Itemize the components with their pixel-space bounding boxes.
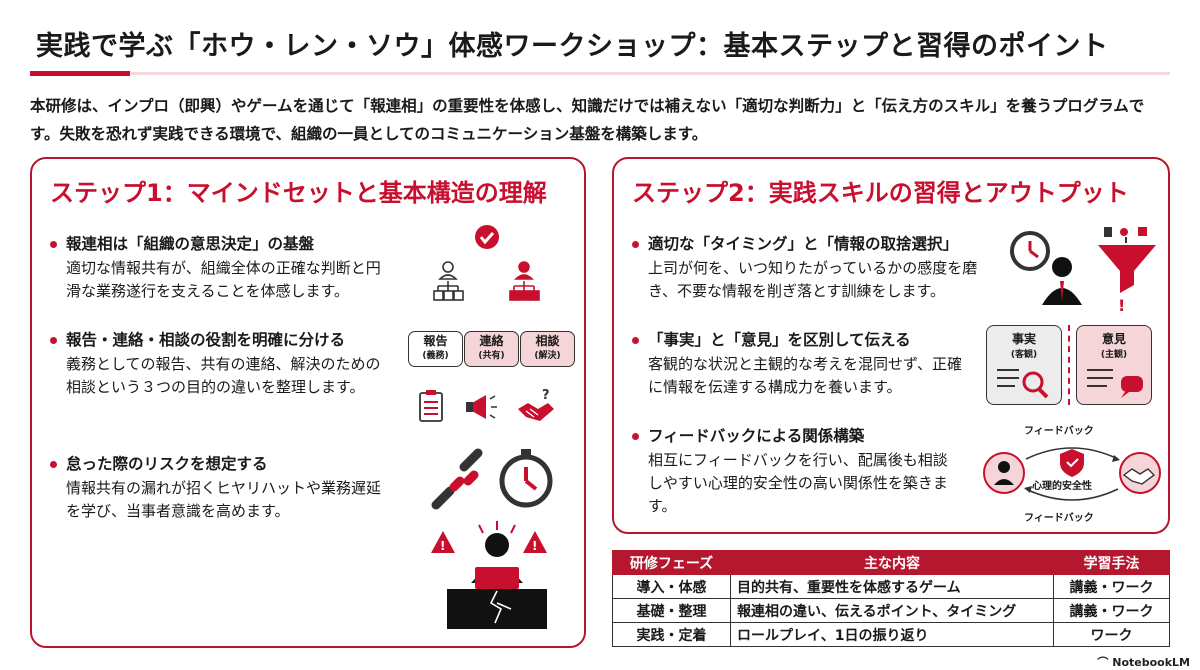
opinion-label: 意見 [1101,332,1126,346]
table-header-content: 主な内容 [730,550,1054,575]
clipboard-icon [419,390,443,422]
table-row: 実践・定着 ロールプレイ、1日の振り返り ワーク [612,622,1170,647]
table-cell-method: 講義・ワーク [1053,598,1170,623]
fact-opinion-divider [1068,325,1070,405]
megaphone-icon [466,395,497,419]
magnifier-icon [997,369,1049,399]
title-underline [30,72,1170,75]
step2-item-3: フィードバックによる関係構築 相互にフィードバックを行い、配属後も相談しやすい心… [632,425,962,518]
step1-item-2-head: 報告・連絡・相談の役割を明確に分ける [50,329,390,351]
svg-text:?: ? [542,388,550,403]
tag-contact: 連絡 (共有) [464,331,519,367]
table-cell-content: 報連相の違い、伝えるポイント、タイミング [730,598,1054,623]
stopwatch-icon [499,449,553,508]
step1-panel: ステップ1：マインドセットと基本構造の理解 報連相は「組織の意思決定」の基盤 適… [30,157,586,648]
tag-consult-sub: (解決) [534,351,561,361]
broken-chain-icon [431,448,483,510]
logo-icon: ⌒ [1097,656,1113,669]
shield-icon [1060,449,1084,477]
person-icon [983,452,1025,494]
table-cell-method: ワーク [1053,622,1170,647]
step2-item-2: 「事実」と「意見」を区別して伝える 客観的な状況と主観的な考えを混同せず、正確に… [632,329,972,399]
fact-box: 事実 (客観) [986,325,1062,405]
phase-table: 研修フェーズ 主な内容 学習手法 導入・体感 目的共有、重要性を体感するゲーム … [612,550,1170,647]
svg-text:!: ! [1118,296,1125,313]
step1-item-3: 怠った際のリスクを想定する 情報共有の漏れが招くヒヤリハットや業務遅延を学び、当… [50,453,390,523]
tag-report-label: 報告 [423,334,448,348]
clock-person-icon [1010,231,1082,305]
tag-contact-sub: (共有) [478,351,505,361]
page-title: 実践で学ぶ「ホウ・レン・ソウ」体感ワークショップ：基本ステップと習得のポイント [36,31,1109,62]
opinion-sub: (主観) [1100,350,1128,360]
table-cell-method: 講義・ワーク [1053,574,1170,599]
step2-item-1-head: 適切な「タイミング」と「情報の取捨選択」 [632,233,1012,255]
step1-item-2-body: 義務としての報告、共有の連絡、解決のための相談という３つの目的の違いを整理します… [66,355,381,396]
fact-label: 事実 [1011,332,1036,346]
notebooklm-logo: ⌒ NotebookLM [1097,654,1190,670]
step1-item-1: 報連相は「組織の意思決定」の基盤 適切な情報共有が、組織全体の正確な判断と円滑な… [50,233,390,303]
step2-item-3-body: 相互にフィードバックを行い、配属後も相談しやすい心理的安全性の高い関係性を築きま… [648,451,948,515]
intro-text: 本研修は、インプロ（即興）やゲームを通じて「報連相」の重要性を体感し、知識だけで… [30,97,1145,143]
step1-title: ステップ1：マインドセットと基本構造の理解 [50,179,547,207]
step2-item-2-head: 「事実」と「意見」を区別して伝える [632,329,972,351]
step1-item-1-head: 報連相は「組織の意思決定」の基盤 [50,233,390,255]
step2-item-1: 適切な「タイミング」と「情報の取捨選択」 上司が何を、いつ知りたがっているかの感… [632,233,1012,303]
table-header-method: 学習手法 [1053,550,1170,575]
fact-sub: (客観) [1010,350,1038,360]
step2-title: ステップ2：実践スキルの習得とアウトプット [632,179,1129,207]
risk-icons [431,448,553,510]
table-header-phase: 研修フェーズ [612,550,731,575]
table-cell-phase: 基礎・整理 [612,598,731,623]
step1-item-3-head: 怠った際のリスクを想定する [50,453,390,475]
tag-report-sub: (義務) [422,351,449,361]
speech-bubble-icon [1087,369,1143,398]
tag-report: 報告 (義務) [408,331,463,367]
stressed-worker-icon: ! ! [431,521,547,629]
safety-label: 心理的安全性 [1032,481,1092,492]
logo-text: NotebookLM [1112,656,1190,669]
feedback-bottom-label: フィードバック [1024,513,1094,524]
step2-item-2-body: 客観的な状況と主観的な考えを混同せず、正確に情報を伝達する構成力を養います。 [648,355,962,396]
table-cell-phase: 実践・定着 [612,622,731,647]
table-row: 基礎・整理 報連相の違い、伝えるポイント、タイミング 講義・ワーク [612,598,1170,623]
org-chart-icon [433,225,540,301]
svg-text:!: ! [440,539,445,553]
tag-consult: 相談 (解決) [520,331,575,367]
funnel-icon: ! [1098,227,1156,313]
feedback-cycle-icon [983,447,1161,501]
feedback-top-label: フィードバック [1024,426,1094,437]
table-cell-content: 目的共有、重要性を体感するゲーム [730,574,1054,599]
timing-filter-icons: ! [1010,227,1156,313]
handshake-icon: ? [518,388,554,421]
table-cell-phase: 導入・体感 [612,574,731,599]
step1-item-2: 報告・連絡・相談の役割を明確に分ける 義務としての報告、共有の連絡、解決のための… [50,329,390,399]
handshake-icon [1119,452,1161,494]
tag-contact-label: 連絡 [479,334,504,348]
step1-item-1-body: 適切な情報共有が、組織全体の正確な判断と円滑な業務遂行を支えることを体感します。 [66,259,381,300]
tag-consult-label: 相談 [535,334,560,348]
table-cell-content: ロールプレイ、1日の振り返り [730,622,1054,647]
opinion-box: 意見 (主観) [1076,325,1152,405]
svg-text:!: ! [532,539,537,553]
table-header-row: 研修フェーズ 主な内容 学習手法 [612,550,1170,575]
step2-item-3-head: フィードバックによる関係構築 [632,425,962,447]
title-underline-accent [30,71,130,76]
role-icons: ? [419,388,554,422]
step2-item-1-body: 上司が何を、いつ知りたがっているかの感度を磨き、不要な情報を削ぎ落とす訓練をしま… [648,259,978,300]
table-row: 導入・体感 目的共有、重要性を体感するゲーム 講義・ワーク [612,574,1170,599]
step1-item-3-body: 情報共有の漏れが招くヒヤリハットや業務遅延を学び、当事者意識を高めます。 [66,479,382,520]
step2-panel: ステップ2：実践スキルの習得とアウトプット 適切な「タイミング」と「情報の取捨選… [612,157,1170,534]
